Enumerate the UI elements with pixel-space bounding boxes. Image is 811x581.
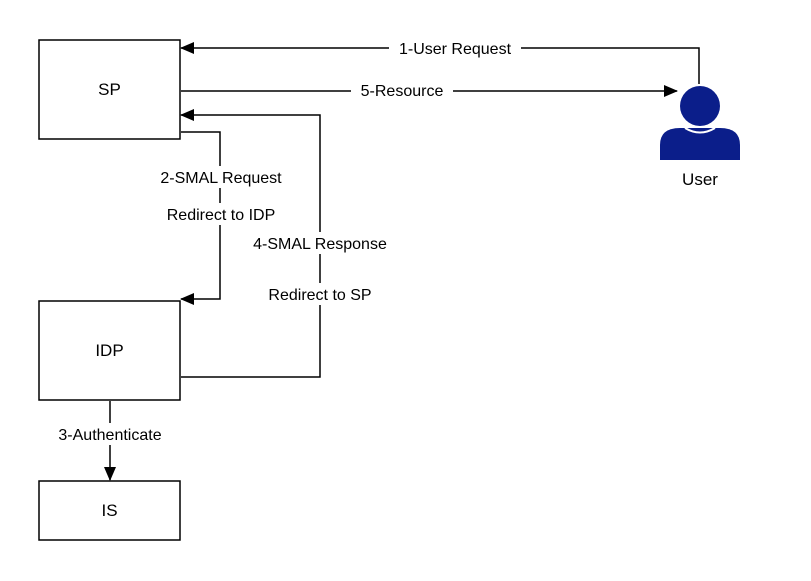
- edge-redirect-to-idp-label: Redirect to IDP: [167, 207, 275, 224]
- edge-authenticate-label: 3-Authenticate: [58, 427, 161, 444]
- is-label: IS: [101, 501, 117, 520]
- edge-resource: 5-Resource: [181, 80, 678, 100]
- edge-redirect-to-sp-label: Redirect to SP: [268, 287, 371, 304]
- idp-box: [38, 300, 181, 401]
- edge-smal-response-label: 4-SMAL Response: [253, 236, 387, 253]
- edge-authenticate: 3-Authenticate: [45, 401, 175, 481]
- edge-user-request: 1-User Request: [180, 38, 700, 84]
- sp-node: SP: [38, 39, 181, 140]
- user-icon: [660, 86, 740, 160]
- sp-label: SP: [98, 80, 121, 99]
- edge-smal-request: 2-SMAL Request Redirect to IDP: [150, 131, 292, 305]
- idp-label: IDP: [95, 341, 123, 360]
- is-node: IS: [38, 480, 181, 541]
- sp-box: [38, 39, 181, 140]
- is-box: [38, 480, 181, 541]
- edge-smal-response: 4-SMAL Response Redirect to SP: [180, 109, 398, 378]
- edge-resource-label: 5-Resource: [361, 83, 444, 100]
- edge-user-request-line: [180, 42, 700, 84]
- user-node: User: [660, 86, 740, 189]
- edge-user-request-label: 1-User Request: [399, 41, 512, 58]
- edge-smal-request-label: 2-SMAL Request: [160, 170, 282, 187]
- user-label: User: [682, 170, 718, 189]
- idp-node: IDP: [38, 300, 181, 401]
